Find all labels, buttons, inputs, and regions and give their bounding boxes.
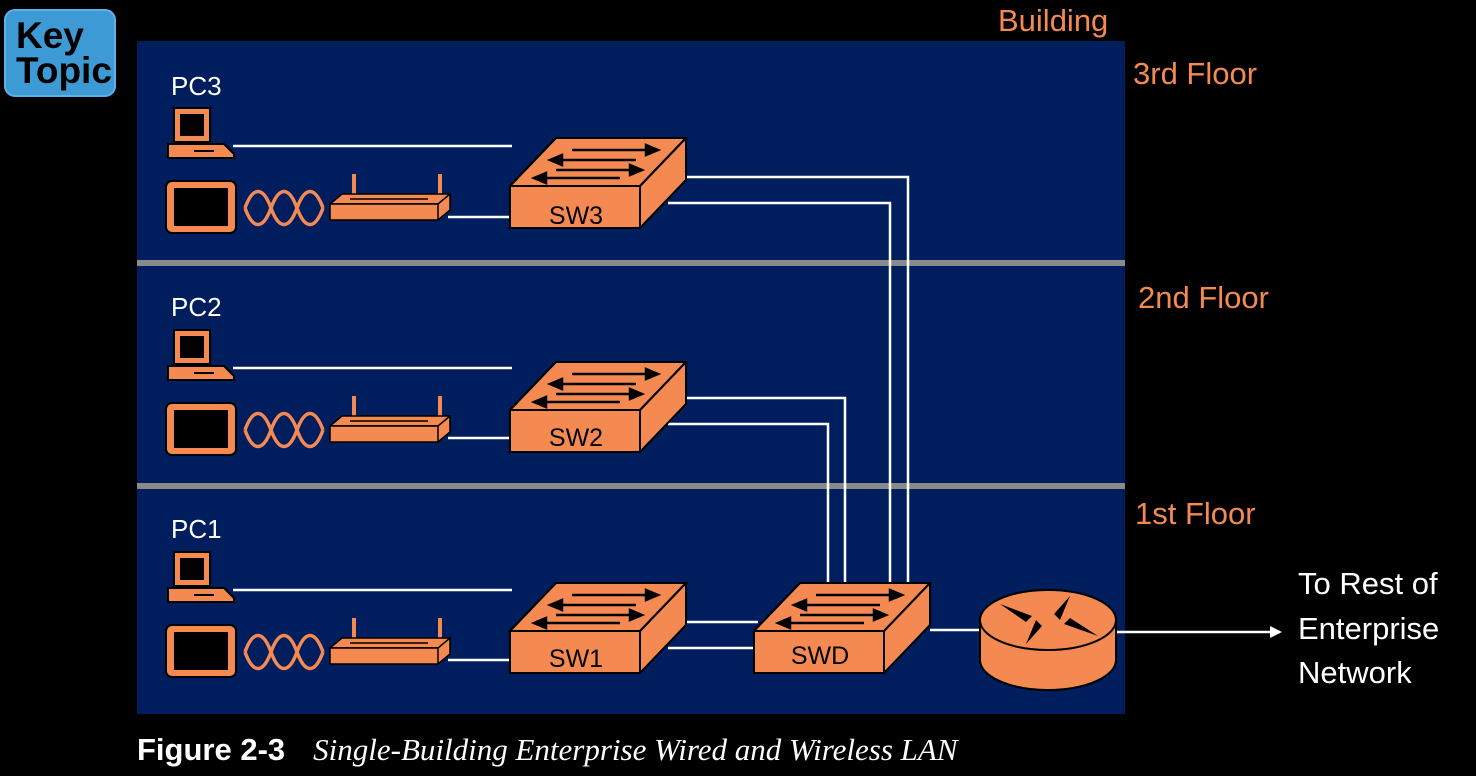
building-label: Building [998, 3, 1108, 38]
router-icon [979, 589, 1117, 691]
cable-sw3-swd-b [668, 201, 892, 585]
key-topic-badge: Key Topic [4, 9, 116, 97]
figure-title: Single-Building Enterprise Wired and Wir… [313, 732, 958, 767]
external-label-line3: Network [1298, 655, 1412, 690]
floor3-label: 3rd Floor [1133, 56, 1257, 91]
sw1-label: SW1 [549, 645, 603, 673]
floor2-label: 2nd Floor [1138, 280, 1269, 315]
floor-divider-lower [137, 483, 1125, 489]
floor1-label: 1st Floor [1135, 496, 1256, 531]
cables [233, 144, 1282, 662]
pc3-label: PC3 [171, 71, 222, 101]
sw2-label: SW2 [549, 424, 603, 452]
external-label-line1: To Rest of [1298, 566, 1438, 601]
pc1-label: PC1 [171, 514, 222, 544]
floor-divider-upper [137, 260, 1125, 266]
figure-caption: Figure 2-3 Single-Building Enterprise Wir… [137, 732, 958, 768]
figure-number: Figure 2-3 [137, 732, 286, 767]
tablet3-icon [165, 180, 237, 234]
cable-sw2-swd-a [686, 396, 847, 585]
external-label-line2: Enterprise [1298, 611, 1439, 646]
pc2-label: PC2 [171, 292, 222, 322]
key-topic-line1: Key [16, 15, 84, 56]
swd-label: SWD [791, 642, 849, 670]
tablet2-icon [165, 402, 237, 456]
cable-sw2-swd-b [668, 422, 830, 585]
tablet1-icon [165, 624, 237, 678]
sw3-label: SW3 [549, 202, 603, 230]
key-topic-line2: Topic [16, 50, 112, 91]
cable-sw3-swd-a [686, 175, 910, 585]
